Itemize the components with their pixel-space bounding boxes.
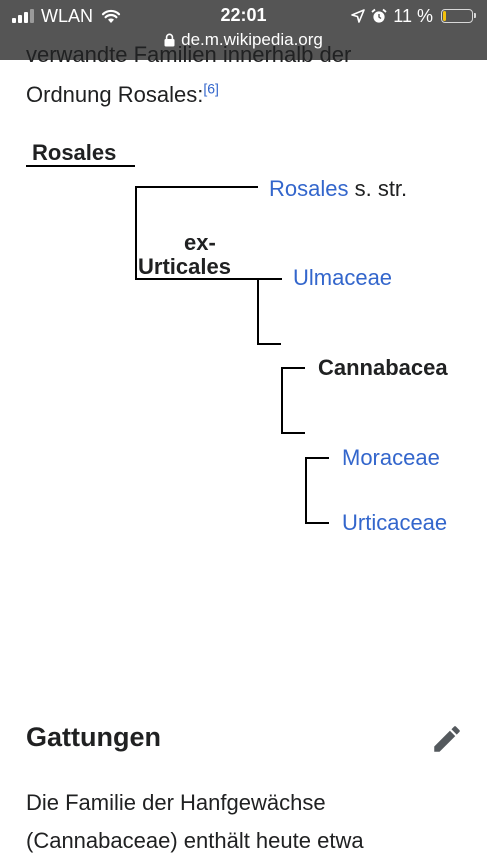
paragraph-line-2: (Cannabaceae) enthält heute etwa bbox=[26, 828, 364, 853]
clade-exurticales-label-2: Urticales bbox=[138, 254, 231, 279]
intro-text: Ordnung Rosales: bbox=[26, 82, 204, 107]
status-left: WLAN bbox=[12, 5, 121, 27]
taxon-cannabaceae: Cannabacea bbox=[318, 355, 448, 380]
clock: 22:01 bbox=[220, 5, 267, 25]
location-arrow-icon bbox=[351, 9, 366, 23]
intro-text-line: Ordnung Rosales:[6] bbox=[26, 82, 219, 108]
url-text[interactable]: de.m.wikipedia.org bbox=[181, 30, 323, 49]
clade-branch-moraceae bbox=[305, 457, 329, 459]
clade-root-line bbox=[26, 165, 135, 167]
clade-bracket-2 bbox=[257, 278, 259, 345]
clade-branch-urticaceae bbox=[305, 522, 329, 524]
clade-bracket-3 bbox=[281, 367, 283, 434]
wifi-icon bbox=[101, 9, 121, 23]
partially-hidden-text: verwandte Familien innerhalb der bbox=[26, 42, 352, 67]
lock-icon bbox=[164, 33, 175, 47]
taxon-rosales-ss: Rosales s. str. bbox=[269, 176, 407, 202]
carrier-label: WLAN bbox=[41, 5, 94, 26]
signal-icon bbox=[12, 9, 34, 23]
battery-icon bbox=[441, 9, 476, 23]
clade-branch-exurticales bbox=[135, 278, 282, 280]
status-bar: WLAN 22:01 11 % de.m.wikipedia.org bbox=[0, 0, 487, 60]
citation-link[interactable]: [6] bbox=[203, 80, 219, 97]
clade-bracket-1 bbox=[135, 186, 137, 280]
pencil-icon bbox=[434, 726, 460, 752]
status-right: 11 % bbox=[351, 5, 476, 27]
clade-branch-rosales bbox=[135, 186, 258, 188]
rosales-link[interactable]: Rosales bbox=[269, 176, 349, 201]
alarm-icon bbox=[371, 8, 387, 23]
clade-root-label: Rosales bbox=[32, 140, 117, 165]
edit-section-button[interactable] bbox=[430, 722, 464, 756]
taxon-ulmaceae-link[interactable]: Ulmaceae bbox=[293, 265, 393, 290]
taxon-urticaceae-link[interactable]: Urticaceae bbox=[342, 510, 448, 535]
rosales-suffix: s. str. bbox=[348, 176, 408, 201]
address-bar[interactable]: de.m.wikipedia.org bbox=[0, 30, 487, 50]
clade-bracket-4 bbox=[305, 457, 307, 524]
taxon-moraceae-link[interactable]: Moraceae bbox=[342, 445, 440, 470]
section-heading-gattungen[interactable]: Gattungen bbox=[26, 722, 161, 752]
paragraph-line-1: Die Familie der Hanfgewächse bbox=[26, 790, 326, 815]
clade-exurticales-label-1: ex- bbox=[184, 230, 216, 255]
clade-branch-moraceae-group bbox=[281, 432, 305, 434]
clade-branch-cannabaceae bbox=[281, 367, 305, 369]
battery-percent: 11 % bbox=[393, 5, 433, 26]
clade-branch-cannabaceae-group bbox=[257, 343, 281, 345]
